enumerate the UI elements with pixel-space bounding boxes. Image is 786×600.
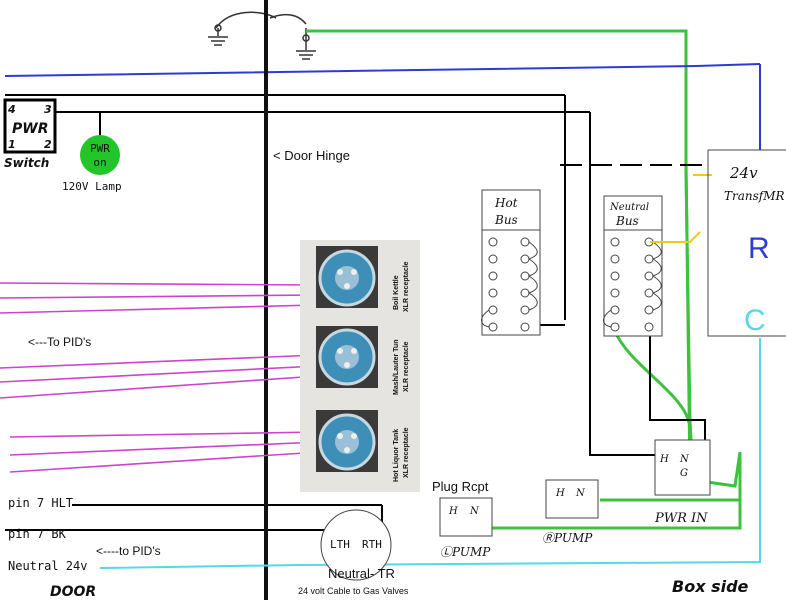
transformer-lead: [650, 174, 712, 243]
xlr-mash-tun: Mash/Lauter Tun XLR receptacle: [316, 326, 410, 395]
pin7-hlt-label: pin 7 HLT: [8, 496, 73, 510]
low-voltage-wire: [99, 338, 761, 569]
switch-terminal-2: 2: [44, 138, 52, 151]
svg-text:N: N: [469, 506, 480, 517]
left-pump-label: ⓁPUMP: [440, 545, 491, 559]
transformer: 24v TransfMR R C: [707, 149, 786, 337]
svg-text:N: N: [679, 454, 690, 465]
right-pump-label: ⓇPUMP: [542, 531, 593, 545]
svg-text:H: H: [448, 506, 458, 517]
xlr-boil-kettle: Boil Kettle XLR receptacle: [316, 246, 410, 312]
plug-rcpt-label: Plug Rcpt: [432, 479, 489, 494]
neutral-bus-label-1: Neutral: [609, 202, 649, 213]
c-terminal: C: [744, 304, 766, 337]
svg-text:XLR receptacle: XLR receptacle: [403, 427, 410, 478]
ground-symbol-left-icon: [208, 11, 277, 46]
svg-text:XLR receptacle: XLR receptacle: [403, 341, 410, 392]
pwr-lamp: [80, 135, 120, 175]
lamp-label-bottom: on: [93, 156, 106, 169]
gas-cable-label: 24 volt Cable to Gas Valves: [298, 586, 409, 596]
lamp-caption: 120V Lamp: [62, 180, 122, 193]
neutral-tr-label: Neutral- TR: [328, 566, 395, 581]
svg-text:H: H: [555, 488, 565, 499]
power-switch[interactable]: 4 3 PWR 1 2: [3, 98, 57, 154]
svg-text:Boil Kettle: Boil Kettle: [393, 275, 400, 310]
rth-label: RTH: [362, 538, 382, 551]
plug-rcpt-left: H N: [439, 497, 493, 537]
plug-rcpt-right: H N: [545, 479, 599, 519]
door-side-label: DOOR: [50, 584, 96, 600]
svg-text:XLR receptacle: XLR receptacle: [403, 261, 410, 312]
svg-text:G: G: [680, 468, 688, 479]
switch-terminal-3: 3: [44, 103, 52, 116]
pin7-bk-label: pin 7 BK: [8, 527, 67, 541]
neutral-bus-label-2: Bus: [615, 214, 639, 228]
hot-bus-label-2: Bus: [494, 213, 518, 227]
neutral-wire: [4, 63, 761, 150]
transformer-label-1: 24v: [729, 164, 758, 182]
hot-wires: [5, 94, 710, 531]
switch-caption: Switch: [4, 156, 49, 170]
switch-terminal-4: 4: [7, 103, 16, 116]
svg-text:Hot Liquor Tank: Hot Liquor Tank: [393, 429, 400, 482]
r-terminal: R: [748, 232, 770, 265]
xlr-panel: Boil Kettle XLR receptacle Mash/Lauter T…: [300, 240, 420, 492]
to-pids-label-top: <---To PID's: [28, 335, 91, 349]
neutral-24v-label: Neutral 24v: [8, 559, 87, 573]
pwr-in-label: PWR IN: [654, 511, 708, 526]
box-side-label: Box side: [672, 577, 749, 596]
hot-bus-label-1: Hot: [494, 196, 518, 210]
switch-terminal-1: 1: [8, 138, 16, 151]
hot-bus: Hot Bus: [481, 189, 541, 336]
pwr-in-outlet: H N G: [654, 439, 711, 496]
pid-signal-wires: [0, 282, 321, 473]
svg-text:Mash/Lauter Tun: Mash/Lauter Tun: [393, 340, 400, 395]
ground-symbol-right-icon: [269, 13, 316, 60]
lamp-label-top: PWR: [90, 142, 110, 155]
svg-text:N: N: [575, 488, 586, 499]
neutral-bus: Neutral Bus: [603, 195, 663, 337]
svg-text:H: H: [659, 454, 669, 465]
xlr-hot-liquor-tank: Hot Liquor Tank XLR receptacle: [316, 410, 410, 482]
switch-label: PWR: [12, 121, 48, 137]
door-hinge-label: < Door Hinge: [273, 148, 350, 163]
lth-label: LTH: [330, 538, 350, 551]
to-pids-label-bottom: <----to PID's: [96, 544, 161, 558]
gas-valve-connector: LTH RTH Neutral- TR: [320, 509, 395, 581]
transformer-label-2: TransfMR: [724, 189, 785, 203]
